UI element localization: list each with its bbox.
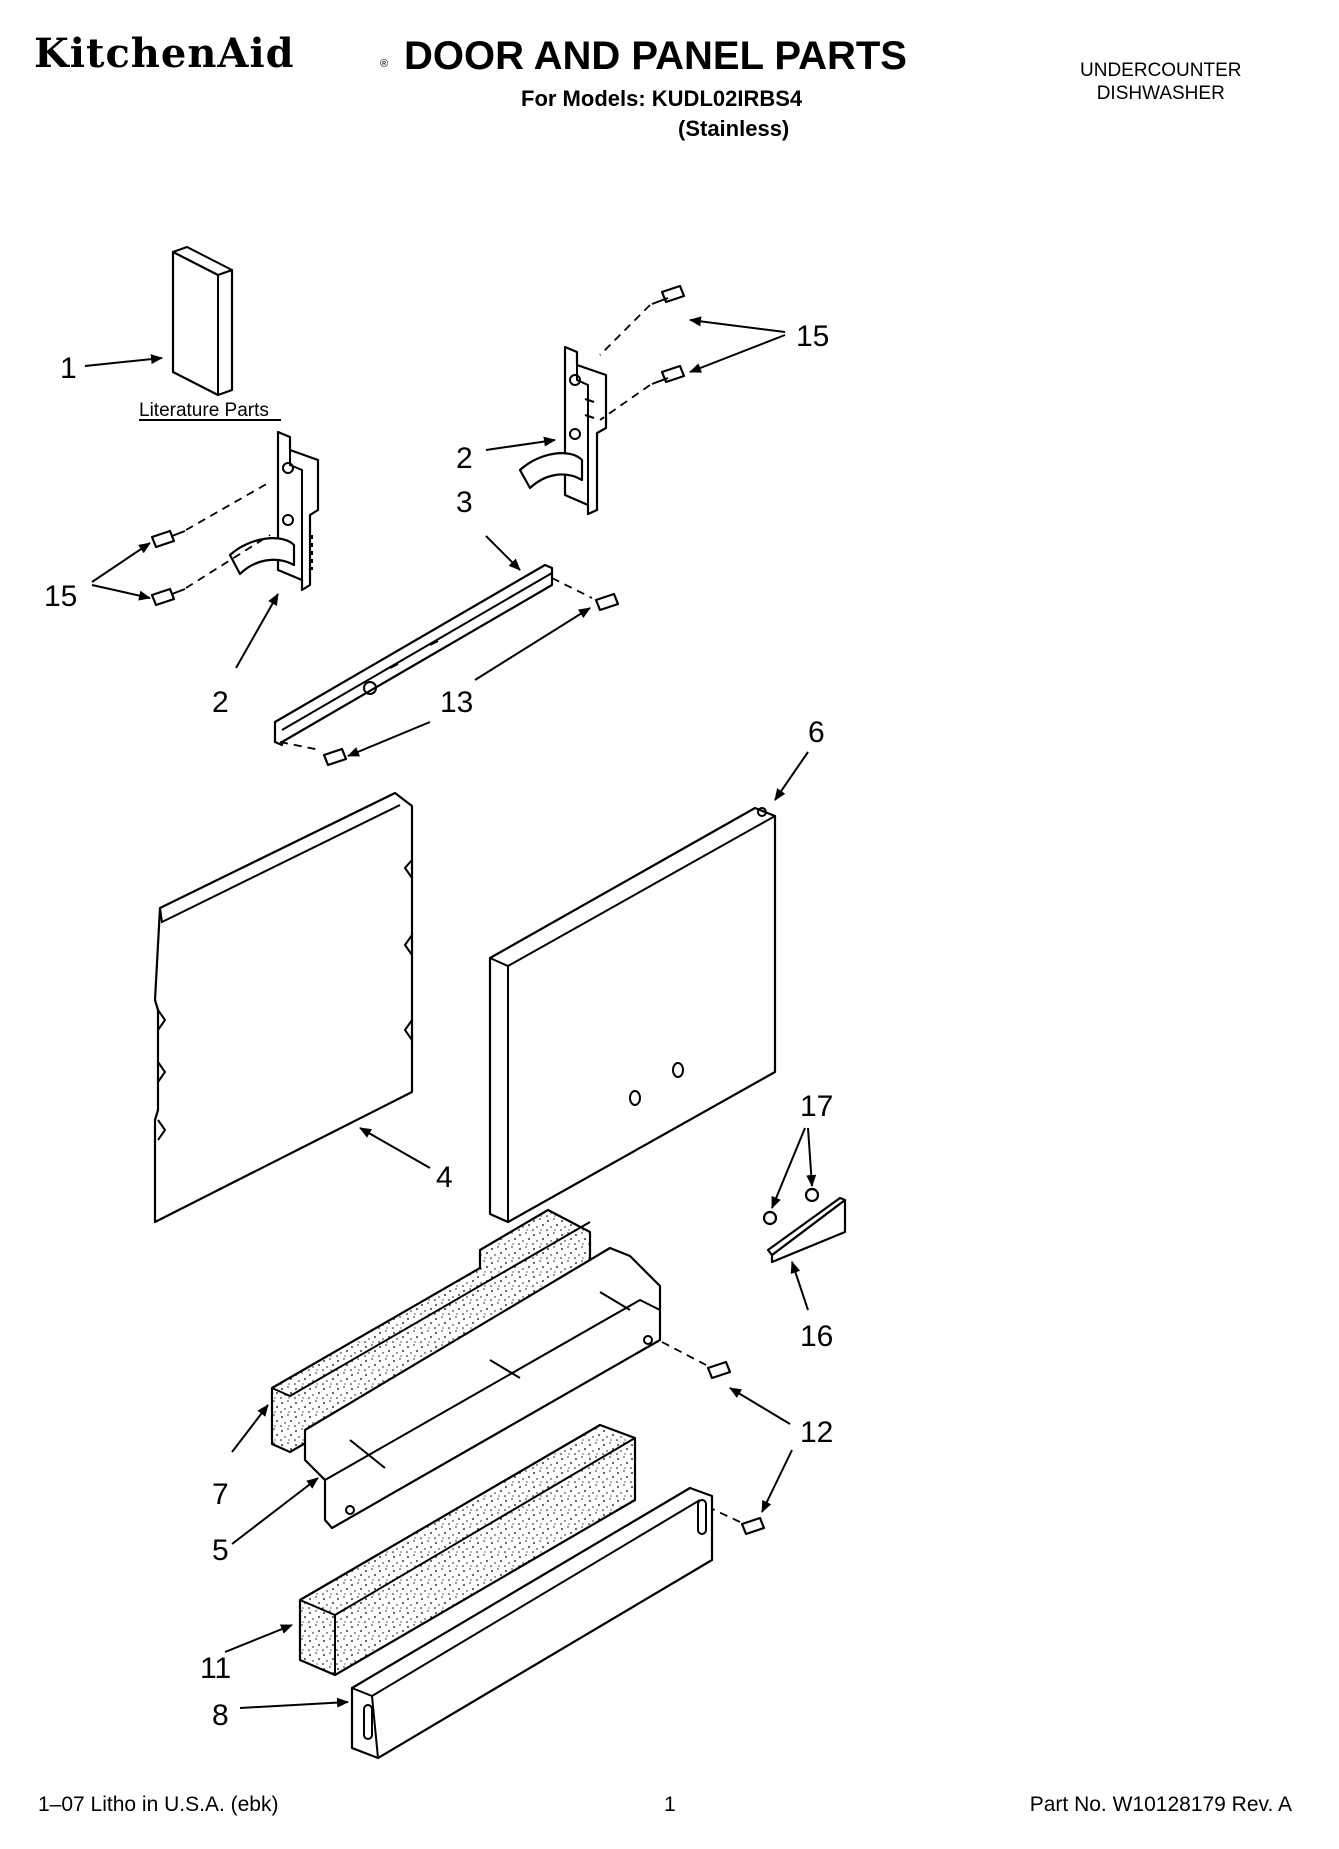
litho-note: 1–07 Litho in U.S.A. (ebk) — [38, 1793, 279, 1816]
screws-15-top — [599, 284, 686, 421]
callout-8: 8 — [212, 1699, 229, 1732]
leader-12-b — [761, 1449, 793, 1513]
leader-5 — [231, 1477, 319, 1545]
lower-insulation-foam — [298, 1423, 637, 1677]
callout-5: 5 — [212, 1534, 229, 1567]
finish-line: (Stainless) — [678, 116, 790, 141]
callout-12: 12 — [800, 1416, 833, 1449]
leader-13-a — [474, 607, 591, 681]
leader-8 — [239, 1697, 349, 1709]
page-number: 1 — [664, 1793, 676, 1816]
leader-7 — [231, 1404, 269, 1453]
leader-6 — [774, 751, 809, 801]
leader-13-b — [347, 721, 431, 757]
leader-15-left-b — [91, 584, 151, 601]
part-number: Part No. W10128179 Rev. A — [1029, 1793, 1292, 1816]
category-line-2: DISHWASHER — [1096, 82, 1225, 104]
leader-3 — [485, 535, 521, 571]
leader-15-top-b — [689, 334, 786, 373]
toe-panel — [350, 1486, 714, 1760]
leader-2-top — [485, 436, 556, 451]
leader-1 — [84, 354, 163, 367]
category-line-1: UNDERCOUNTER — [1080, 60, 1242, 81]
screws-15-left — [150, 481, 271, 607]
screws-12 — [705, 1360, 766, 1536]
page-title: DOOR AND PANEL PARTS — [404, 34, 907, 78]
outer-door-panel — [488, 806, 777, 1224]
literature-label: Literature Parts — [139, 400, 269, 421]
leader-16 — [790, 1261, 809, 1311]
callout-7: 7 — [212, 1478, 229, 1511]
door-channel-bracket — [273, 563, 593, 751]
hinge-bracket-left — [228, 430, 320, 592]
leader-17-b — [806, 1127, 817, 1187]
callout-2-left: 2 — [212, 686, 229, 719]
literature-parts-part — [171, 245, 234, 397]
leader-12-a — [729, 1387, 791, 1425]
leader-15-top-a — [689, 316, 786, 333]
leader-2-left — [235, 593, 279, 669]
leader-4 — [359, 1127, 431, 1169]
appliance-category: UNDERCOUNTER DISHWASHER — [1080, 60, 1242, 106]
leader-17-a — [771, 1127, 806, 1209]
callout-17: 17 — [800, 1090, 833, 1123]
callout-13: 13 — [440, 686, 473, 719]
brand-logo: KitchenAid — [34, 30, 295, 77]
leader-11 — [224, 1624, 293, 1653]
upper-insulation-foam — [270, 1208, 592, 1454]
callout-15-top: 15 — [796, 320, 829, 353]
hinge-bracket-right — [518, 345, 608, 516]
screws-13 — [322, 592, 620, 767]
leader-15-left-a — [91, 542, 151, 583]
callout-6: 6 — [808, 716, 825, 749]
callout-3: 3 — [456, 486, 473, 519]
callout-2-top: 2 — [456, 442, 473, 475]
callout-4: 4 — [436, 1161, 453, 1194]
toe-panel-bracket — [303, 1246, 707, 1530]
callout-1: 1 — [60, 352, 77, 385]
callout-11: 11 — [200, 1652, 231, 1685]
models-line: For Models: KUDL02IRBS4 — [521, 86, 803, 111]
registered-mark: ® — [380, 58, 389, 70]
inner-door-panel — [153, 791, 414, 1224]
handle-assembly — [762, 1187, 847, 1264]
callout-15-left: 15 — [44, 580, 77, 613]
callout-16: 16 — [800, 1320, 833, 1353]
